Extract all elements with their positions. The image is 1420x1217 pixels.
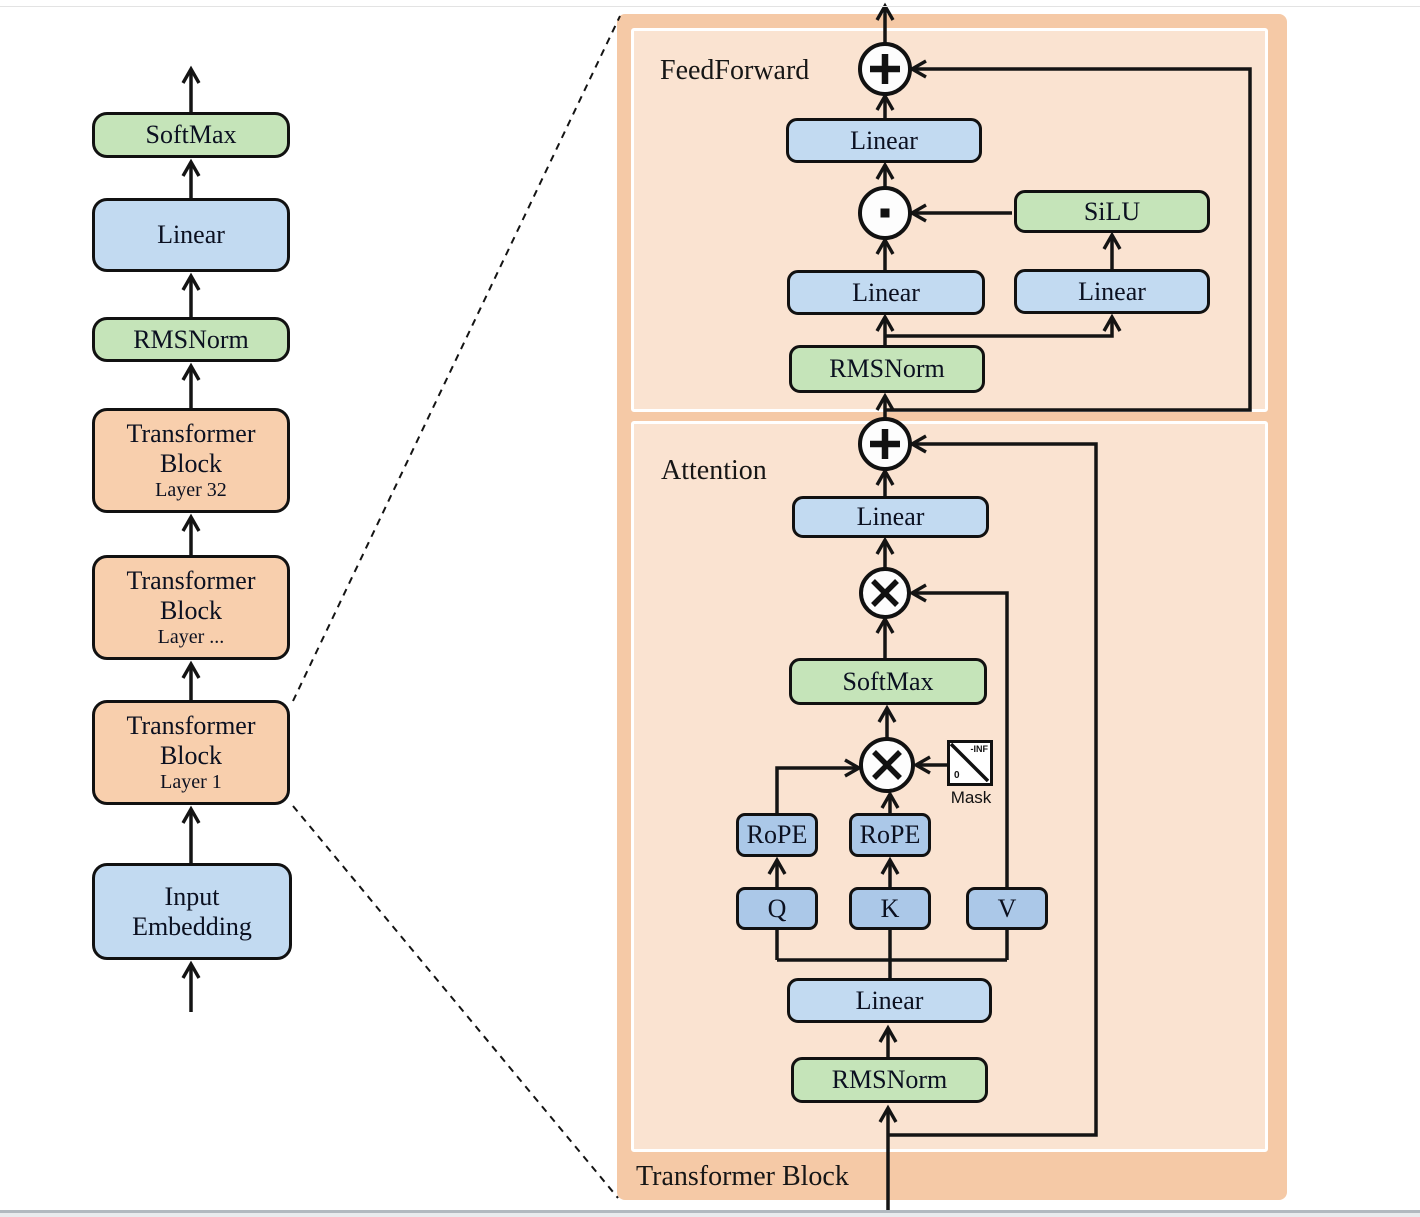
ff-linear-gate-box: Linear xyxy=(787,270,985,315)
transformer-block-panel-title: Transformer Block xyxy=(636,1161,849,1192)
elementwise-product-icon xyxy=(858,186,912,240)
attention-panel xyxy=(631,421,1268,1152)
matmul-operator-icon-value xyxy=(859,567,911,619)
rmsnorm-box: RMSNorm xyxy=(92,317,290,362)
attention-wires xyxy=(767,434,1098,1215)
add-operator-icon-feedforward xyxy=(858,42,912,96)
ff-rmsnorm-box: RMSNorm xyxy=(789,345,985,393)
attention-residual-wire xyxy=(888,434,1098,1137)
silu-box: SiLU xyxy=(1014,190,1210,233)
operator-icons xyxy=(858,42,915,793)
v-box: V xyxy=(966,887,1048,930)
query-wire xyxy=(775,758,863,813)
softmax-box: SoftMax xyxy=(92,112,290,158)
ff-linear-out-box: Linear xyxy=(786,118,982,163)
mask-icon: -INF 0 xyxy=(947,740,993,786)
feedforward-residual-wire xyxy=(885,59,1252,412)
qkv-split-wire xyxy=(777,958,1007,978)
zoom-guide-dashed-lines xyxy=(292,15,621,1199)
mask-bottom-value: 0 xyxy=(954,770,960,781)
add-operator-icon-attention xyxy=(858,417,912,471)
transformer-block-layer-dots: Transformer Block Layer ... xyxy=(92,555,290,660)
feedforward-wires xyxy=(875,2,1252,419)
mask-label: Mask xyxy=(950,788,992,807)
ff-linear-up-box: Linear xyxy=(1014,269,1210,314)
top-edge-line xyxy=(0,6,1420,7)
bottom-edge-line xyxy=(0,1210,1420,1213)
input-embedding-box: Input Embedding xyxy=(92,863,292,960)
transformer-block-layer1: Transformer Block Layer 1 xyxy=(92,700,290,805)
feedforward-label: FeedForward xyxy=(660,55,810,86)
k-box: K xyxy=(849,887,931,930)
q-box: Q xyxy=(736,887,818,930)
matmul-operator-icon-qk xyxy=(859,737,915,793)
mask-top-value: -INF xyxy=(970,744,989,754)
att-linear-out-box: Linear xyxy=(792,496,989,538)
att-softmax-box: SoftMax xyxy=(789,658,987,705)
att-rmsnorm-box: RMSNorm xyxy=(791,1057,988,1103)
rope-k-box: RoPE xyxy=(849,813,931,857)
attention-label: Attention xyxy=(661,455,767,486)
mask-diagonal xyxy=(950,743,989,782)
transformer-block-layer32: Transformer Block Layer 32 xyxy=(92,408,290,513)
value-wire xyxy=(908,583,1009,887)
bottom-edge-lowlight xyxy=(0,1213,1420,1217)
rope-q-box: RoPE xyxy=(736,813,818,857)
att-linear-qkv-box: Linear xyxy=(787,978,992,1023)
linear-box: Linear xyxy=(92,198,290,272)
